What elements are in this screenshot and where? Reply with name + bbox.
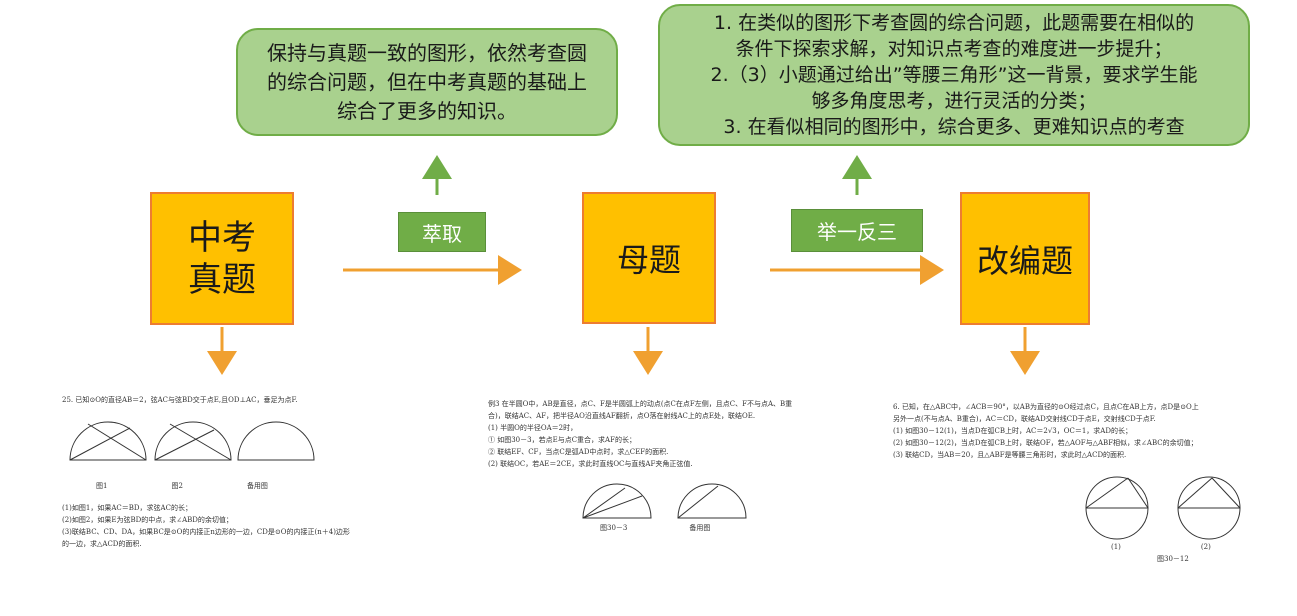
thumb-adapted-line: (1) 如图30－12(1)，当点D在弧CB上时，AC＝2√3，OC＝1，求AD… — [893, 427, 1132, 435]
bubble-right-line: 条件下探索求解，对知识点考查的难度进一步提升； — [735, 38, 1173, 60]
bubble-right-line: 够多角度思考，进行灵活的分类； — [811, 90, 1097, 112]
thumbnail-exam: 25. 已知⊙O的直径AB＝2，弦AC与弦BD交于点E,且OD⊥AC，垂足为点F… — [62, 394, 362, 550]
thumb-exam-line: 25. 已知⊙O的直径AB＝2，弦AC与弦BD交于点E,且OD⊥AC，垂足为点F… — [62, 396, 298, 404]
thumbnail-adapted: 6. 已知，在△ABC中，∠ACB＝90°，以AB为直径的⊙O经过点C，且点C在… — [893, 401, 1243, 565]
thumb-mother-line: 合)，联结AC、AF，把半径AO沿直线AF翻折，点O落在射线AC上的点E处，联结… — [488, 412, 756, 420]
explanation-bubble-left: 保持与真题一致的图形，依然考查圆 的综合问题，但在中考真题的基础上 综合了更多的… — [236, 28, 618, 136]
thumb-exam-line: 的一边，求△ACD的面积. — [62, 540, 142, 548]
box-adapted-question: 改编题 — [960, 192, 1090, 325]
bubble-left-line: 的综合问题，但在中考真题的基础上 — [267, 69, 587, 94]
adapted-figures — [1085, 476, 1241, 540]
thumb-adapted-line: 6. 已知，在△ABC中，∠ACB＝90°，以AB为直径的⊙O经过点C，且点C在… — [893, 403, 1199, 411]
fig-label: (1) — [1111, 543, 1121, 551]
box-mother-label: 母题 — [616, 241, 681, 279]
box-exam-question: 中考 真题 — [150, 192, 294, 325]
box-exam-line2: 真题 — [188, 259, 256, 300]
box-mother-question: 母题 — [582, 192, 716, 324]
fig-label: 图1 — [96, 482, 108, 490]
fig-label: 备用图 — [246, 482, 268, 490]
thumb-mother-line: 例3 在半圆O中，AB是直径，点C、F是半圆弧上的动点(点C在点F左侧，且点C、… — [488, 400, 793, 408]
thumb-mother-line: (1) 半圆O的半径OA＝2时， — [488, 424, 578, 432]
mother-figures — [582, 483, 747, 519]
bubble-right-line: 1. 在类似的图形下考查圆的综合问题，此题需要在相似的 — [713, 12, 1195, 34]
bubble-left-line: 综合了更多的知识。 — [337, 98, 517, 123]
bubble-right-line: 3. 在看似相同的图形中，综合更多、更难知识点的考查 — [723, 116, 1185, 138]
thumbnail-mother: 例3 在半圆O中，AB是直径，点C、F是半圆弧上的动点(点C在点F左侧，且点C、… — [488, 398, 793, 534]
thumb-exam-line: (3)联结BC、CD、DA，如果BC是⊙O的内接正n边形的一边，CD是⊙O的内接… — [62, 528, 350, 536]
tag-infer: 举一反三 — [791, 209, 923, 252]
box-exam-line1: 中考 — [188, 217, 256, 258]
fig-label: 图2 — [171, 482, 183, 490]
bubble-left-line: 保持与真题一致的图形，依然考查圆 — [267, 40, 587, 65]
bubble-right-line: 2.（3）小题通过给出”等腰三角形”这一背景，要求学生能 — [710, 64, 1198, 86]
explanation-bubble-right: 1. 在类似的图形下考查圆的综合问题，此题需要在相似的 条件下探索求解，对知识点… — [658, 4, 1250, 146]
thumb-exam-line: (2)如图2，如果E为弦BD的中点，求∠ABD的余切值； — [62, 516, 233, 524]
thumb-mother-line: (2) 联结OC，若AE＝2CE，求此时直线OC与直线AF夹角正弦值. — [488, 460, 693, 468]
exam-figures — [69, 421, 315, 461]
thumb-adapted-line: 另外一点(不与点A、B重合)，AC＝CD，联结AD交射线CD于点E，交射线CD于… — [893, 415, 1156, 423]
fig-caption: 图30－12 — [1157, 555, 1189, 563]
thumb-mother-line: ② 联结EF、CF，当点C是弧AD中点时，求△CEF的面积. — [488, 448, 669, 456]
fig-label: 图30－3 — [600, 524, 628, 532]
thumb-mother-line: ① 如图30－3，若点E与点C重合，求AF的长； — [488, 436, 636, 444]
thumb-adapted-line: (2) 如图30－12(2)，当点D在弧CB上时，联结OF，若△AOF与△ABF… — [893, 439, 1198, 447]
thumb-exam-line: (1)如图1，如果AC＝BD，求弦AC的长； — [62, 504, 192, 512]
box-adapted-label: 改编题 — [976, 241, 1073, 280]
tag-extract: 萃取 — [398, 212, 486, 252]
thumb-adapted-line: (3) 联结CD，当AB＝20，且△ABF是等腰三角形时，求此时△ACD的面积. — [893, 451, 1127, 459]
fig-label: (2) — [1200, 543, 1211, 551]
fig-label: 备用图 — [689, 524, 711, 532]
